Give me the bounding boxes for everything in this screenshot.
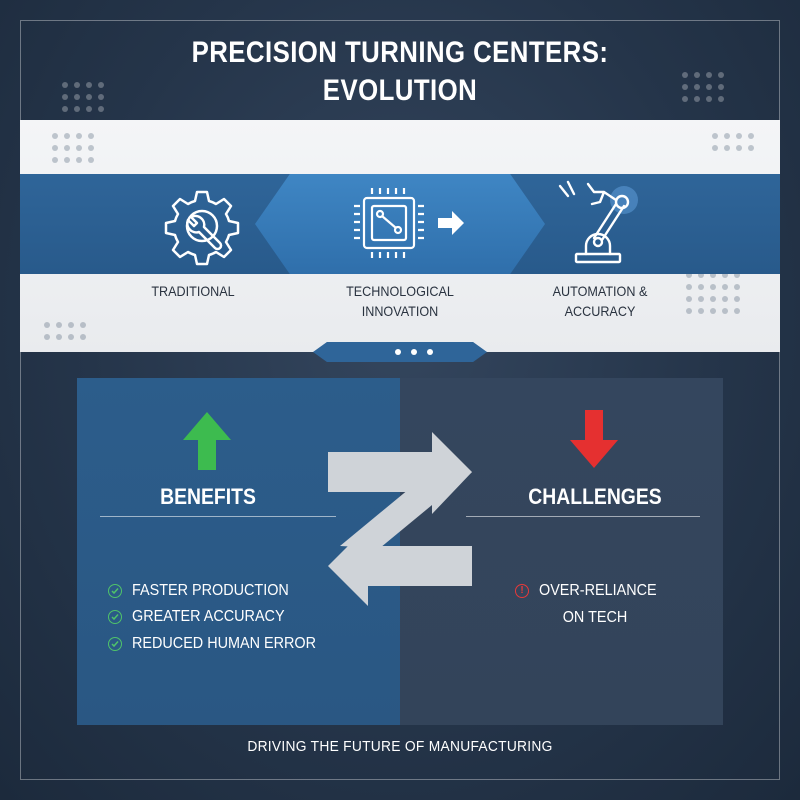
pagination-dot bbox=[395, 349, 401, 355]
title-line-2: EVOLUTION bbox=[322, 74, 478, 107]
chip-arrow-icon bbox=[354, 188, 464, 258]
benefit-item: GREATER ACCURACY bbox=[108, 606, 302, 628]
dot-grid-decoration bbox=[712, 133, 754, 151]
pagination-dot bbox=[411, 349, 417, 355]
gear-wrench-icon bbox=[164, 190, 240, 266]
robot-arm-icon bbox=[558, 180, 638, 264]
benefits-divider bbox=[100, 516, 336, 517]
benefit-item-label: REDUCED HUMAN ERROR bbox=[132, 635, 317, 652]
title-line-1: PRECISION TURNING CENTERS: bbox=[191, 36, 609, 69]
check-icon bbox=[108, 637, 122, 651]
down-arrow-icon bbox=[570, 410, 618, 468]
outer-frame bbox=[20, 20, 780, 780]
dot-grid-decoration bbox=[52, 133, 94, 163]
exchange-arrows-icon bbox=[328, 432, 472, 606]
dot-grid-decoration bbox=[62, 82, 104, 112]
challenge-item-label: OVER-RELIANCE bbox=[539, 582, 657, 599]
page-title: PRECISION TURNING CENTERS: EVOLUTION bbox=[56, 34, 744, 110]
benefit-item-label: FASTER PRODUCTION bbox=[132, 582, 289, 599]
challenge-item: ! OVER-RELIANCE bbox=[515, 580, 670, 602]
stage-label-traditional: TRADITIONAL bbox=[151, 283, 235, 299]
stage-label-technological-innovation: TECHNOLOGICAL INNOVATION bbox=[346, 283, 454, 319]
dot-grid-decoration bbox=[44, 322, 86, 340]
pagination-dot bbox=[427, 349, 433, 355]
stage-label-automation-accuracy: AUTOMATION & ACCURACY bbox=[552, 283, 648, 319]
dot-grid-decoration bbox=[682, 72, 724, 102]
benefit-item-label: GREATER ACCURACY bbox=[132, 608, 285, 625]
up-arrow-icon bbox=[183, 412, 231, 470]
check-icon bbox=[108, 584, 122, 598]
footer-tagline: DRIVING THE FUTURE OF MANUFACTURING bbox=[247, 738, 553, 755]
warning-icon: ! bbox=[515, 584, 529, 598]
benefit-item: REDUCED HUMAN ERROR bbox=[108, 633, 336, 655]
challenge-item-continuation: ON TECH bbox=[562, 609, 628, 626]
challenges-heading: CHALLENGES bbox=[528, 484, 662, 509]
benefits-heading: BENEFITS bbox=[160, 484, 256, 509]
benefit-item: FASTER PRODUCTION bbox=[108, 580, 306, 602]
check-icon bbox=[108, 610, 122, 624]
innovation-highlight bbox=[255, 174, 545, 274]
challenges-divider bbox=[466, 516, 700, 517]
